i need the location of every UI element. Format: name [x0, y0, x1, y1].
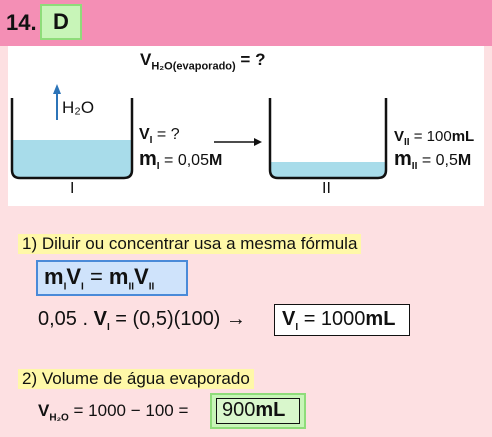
- beaker-2-outline: [268, 98, 388, 180]
- diagram-panel: [8, 46, 484, 206]
- beaker-1-roman: I: [70, 180, 75, 197]
- beaker-2-molarity: mII = 0,5M: [394, 148, 472, 173]
- result-value: VI = 1000mL: [282, 308, 396, 333]
- question-sub: H₂O(evaporado): [151, 60, 236, 73]
- final-answer: 900mL: [222, 399, 286, 421]
- header-bar: [0, 0, 492, 46]
- evaporated-calc: VH₂O = 1000 − 100 =: [38, 401, 189, 424]
- question-rhs: = ?: [240, 50, 266, 69]
- section-2-title: 2) Volume de água evaporado: [18, 369, 254, 389]
- result-box: [274, 304, 410, 336]
- beaker-2-water: [270, 162, 386, 178]
- beaker-2-volume: VII = 100mL: [394, 128, 475, 148]
- beaker-2-roman: II: [322, 180, 331, 197]
- beaker-1-volume: VI = ?: [139, 126, 180, 147]
- question-text: VH₂O(evaporado) = ?: [140, 50, 266, 73]
- final-answer-inner: [216, 398, 300, 424]
- answer-badge: D: [40, 4, 82, 40]
- dilution-formula: mIVI = mIIVII: [44, 264, 155, 293]
- calc-line: 0,05 . VI = (0,5)(100) →: [38, 308, 246, 333]
- beaker-1-outline: [10, 98, 134, 180]
- beaker-1-water: [12, 140, 132, 178]
- section-1-title: 1) Diluir ou concentrar usa a mesma fórm…: [18, 234, 362, 254]
- beaker-1-molarity: mI = 0,05M: [139, 148, 223, 173]
- question-number: 14.: [6, 10, 37, 35]
- formula-box: [36, 260, 188, 296]
- vapor-label: H₂O: [62, 98, 95, 117]
